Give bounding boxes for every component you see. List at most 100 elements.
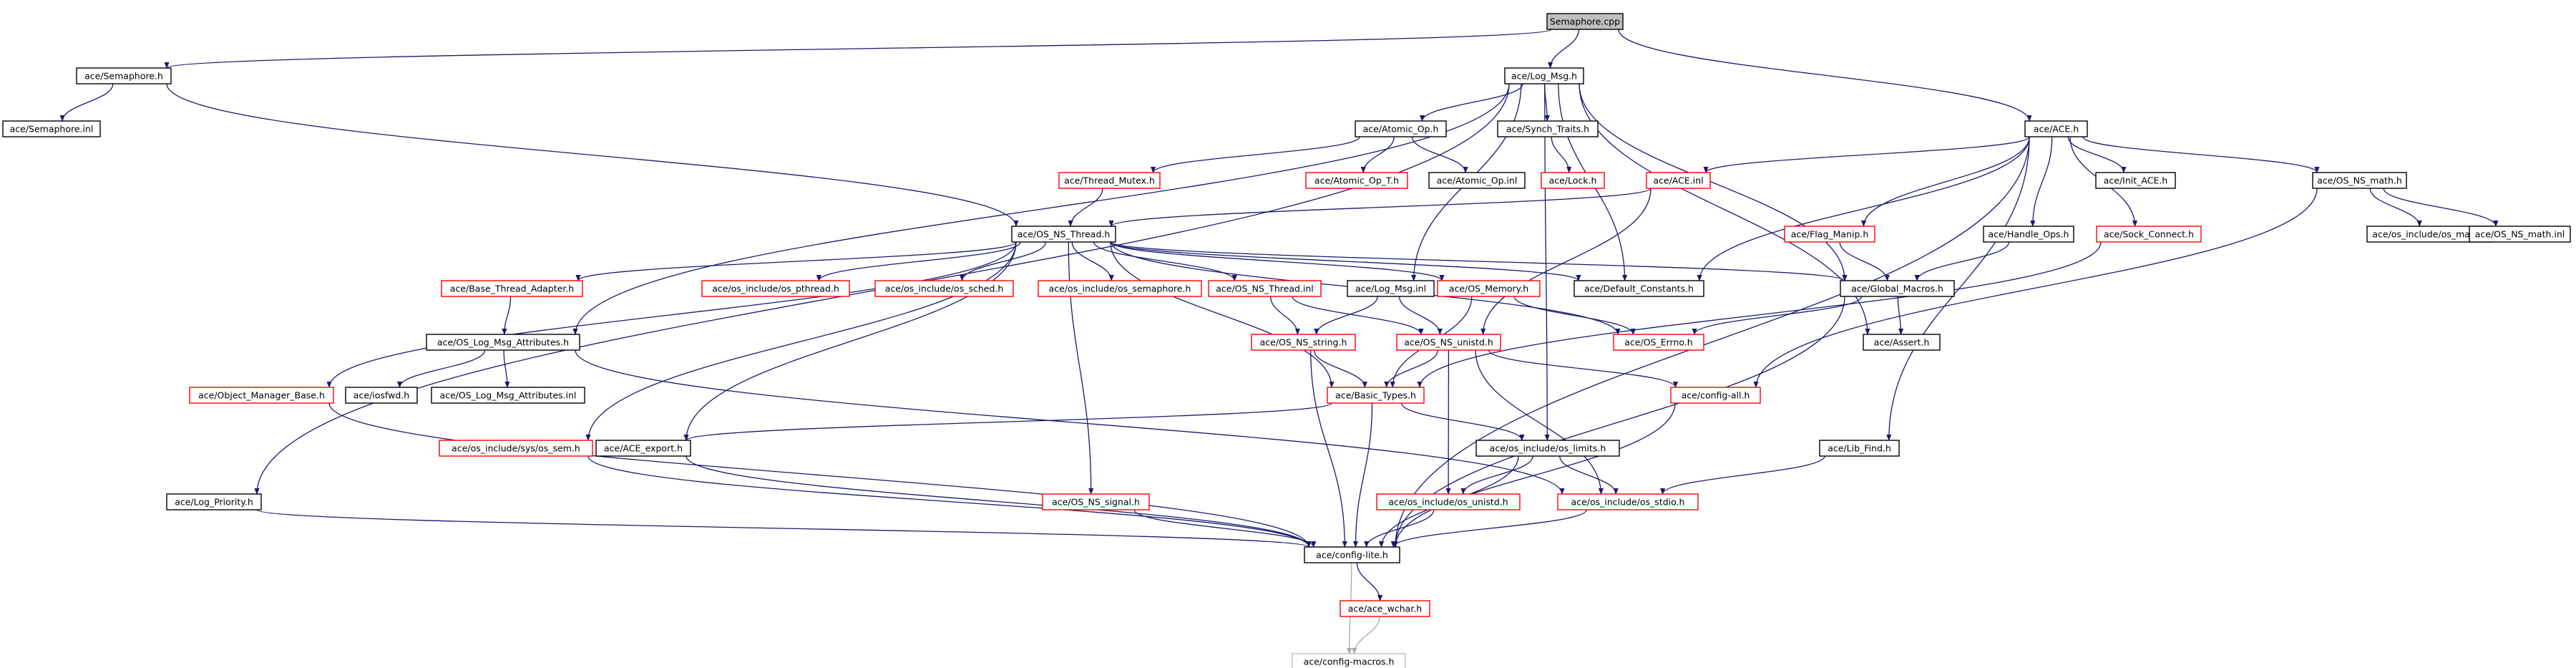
node-ace-h[interactable]: ace/ACE.h xyxy=(2024,120,2088,137)
node-log-msg-inl[interactable]: ace/Log_Msg.inl xyxy=(1347,280,1435,297)
node-log-priority-h[interactable]: ace/Log_Priority.h xyxy=(166,493,262,510)
node-box xyxy=(1011,226,1116,243)
node-ace-wchar-h[interactable]: ace/ace_wchar.h xyxy=(1340,600,1430,617)
node-os-ns-math-inl[interactable]: ace/OS_NS_math.inl xyxy=(2469,226,2571,243)
node-config-all-h[interactable]: ace/config-all.h xyxy=(1670,387,1761,404)
edge-ace_h-to-config_lite_h xyxy=(1392,136,2030,548)
node-label: ace/Log_Msg.inl xyxy=(1355,284,1426,294)
node-lock-h[interactable]: ace/Lock.h xyxy=(1541,172,1605,189)
node-box xyxy=(1058,172,1161,189)
node-label: ace/Init_ACE.h xyxy=(2104,175,2168,186)
node-label: ace/OS_Log_Msg_Attributes.h xyxy=(437,337,569,348)
node-ace-inl[interactable]: ace/ACE.inl xyxy=(1646,172,1711,189)
node-basic-types-h[interactable]: ace/Basic_Types.h xyxy=(1327,387,1425,404)
node-label: ace/os_include/os_semaphore.h xyxy=(1049,284,1191,294)
node-os-include-os-math-h[interactable]: ace/os_include/os_math.h xyxy=(2366,226,2494,243)
edge-atomic_op_h-to-atomic_op_inl xyxy=(1411,136,1468,173)
node-label: ace/Sock_Connect.h xyxy=(2104,229,2194,240)
node-label: ace/OS_NS_math.h xyxy=(2317,175,2402,186)
node-synch-traits-h[interactable]: ace/Synch_Traits.h xyxy=(1497,120,1599,137)
node-handle-ops-h[interactable]: ace/Handle_Ops.h xyxy=(1983,226,2074,243)
node-label: ace/OS_NS_Thread.h xyxy=(1018,229,1111,240)
edge-ace_inl-to-os_ns_thread_h xyxy=(1108,188,1652,227)
node-box xyxy=(2469,226,2571,243)
node-flag-manip-h[interactable]: ace/Flag_Manip.h xyxy=(1784,226,1875,243)
edge-os_ns_thread_h-to-global_macros_h xyxy=(1111,241,1848,281)
node-box xyxy=(431,387,585,404)
node-global-macros-h[interactable]: ace/Global_Macros.h xyxy=(1840,280,1955,297)
node-box xyxy=(1646,172,1711,189)
node-box xyxy=(76,67,172,84)
node-os-include-os-semaphore-h[interactable]: ace/os_include/os_semaphore.h xyxy=(1038,280,1202,297)
node-base-thread-adapter-h[interactable]: ace/Base_Thread_Adapter.h xyxy=(441,280,583,297)
node-object-manager-base-h[interactable]: ace/Object_Manager_Base.h xyxy=(189,387,334,404)
node-default-constants-h[interactable]: ace/Default_Constants.h xyxy=(1574,280,1704,297)
node-ace-export-h[interactable]: ace/ACE_export.h xyxy=(595,440,691,457)
edge-ace_h-to-os_ns_math_h xyxy=(2082,136,2320,173)
node-os-errno-h[interactable]: ace/OS_Errno.h xyxy=(1613,334,1704,351)
node-log-msg-h[interactable]: ace/Log_Msg.h xyxy=(1504,67,1584,84)
node-label: ace/Semaphore.inl xyxy=(10,124,94,135)
edge-os_ns_string_h-to-basic_types_h xyxy=(1314,349,1367,388)
node-lib-find-h[interactable]: ace/Lib_Find.h xyxy=(1819,440,1900,457)
edge-os_log_msg_attributes_h-to-os_log_msg_attributes_inl xyxy=(503,349,510,388)
node-box xyxy=(1784,226,1875,243)
node-os-log-msg-attributes-h[interactable]: ace/OS_Log_Msg_Attributes.h xyxy=(426,334,580,351)
node-os-include-os-unistd-h[interactable]: ace/os_include/os_unistd.h xyxy=(1376,493,1521,510)
node-os-log-msg-attributes-inl[interactable]: ace/OS_Log_Msg_Attributes.inl xyxy=(431,387,585,404)
node-label: ace/Basic_Types.h xyxy=(1335,390,1416,401)
node-label: ace/OS_NS_math.inl xyxy=(2475,229,2565,240)
node-atomic-op-inl[interactable]: ace/Atomic_Op.inl xyxy=(1428,172,1526,189)
node-box xyxy=(1557,493,1699,510)
node-label: ace/Atomic_Op_T.h xyxy=(1314,175,1399,186)
edge-os_ns_thread_h-to-os_include_os_semaphore_h xyxy=(1071,241,1114,281)
node-box xyxy=(345,387,418,404)
node-os-ns-string-h[interactable]: ace/OS_NS_string.h xyxy=(1251,334,1356,351)
node-atomic-op-t-h[interactable]: ace/Atomic_Op_T.h xyxy=(1305,172,1408,189)
node-label: ace/os_include/os_unistd.h xyxy=(1388,497,1508,508)
node-sock-connect-h[interactable]: ace/Sock_Connect.h xyxy=(2096,226,2202,243)
node-label: ace/ACE.h xyxy=(2034,124,2079,135)
node-box xyxy=(1376,493,1521,510)
edge-ace_inl-to-os_ns_unistd_h xyxy=(1480,188,1652,335)
node-os-memory-h[interactable]: ace/OS_Memory.h xyxy=(1437,280,1541,297)
edge-lib_find_h-to-os_include_os_stdio_h xyxy=(1659,455,1825,495)
node-assert-h[interactable]: ace/Assert.h xyxy=(1863,334,1941,351)
edge-object_manager_base_h-to-config_lite_h xyxy=(328,402,1312,548)
node-thread-mutex-h[interactable]: ace/Thread_Mutex.h xyxy=(1058,172,1161,189)
node-label: ace/Thread_Mutex.h xyxy=(1064,175,1155,186)
edge-base_thread_adapter_h-to-os_log_msg_attributes_h xyxy=(502,296,512,335)
edge-os_memory_h-to-os_errno_h xyxy=(1513,296,1636,335)
edge-os_ns_thread_h-to-os_include_os_sched_h xyxy=(959,241,1047,281)
edge-flag_manip_h-to-global_macros_h xyxy=(1839,241,1890,281)
node-config-lite-h[interactable]: ace/config-lite.h xyxy=(1304,546,1400,563)
edge-ace_export_h-to-config_lite_h xyxy=(686,455,1312,548)
node-os-ns-thread-h[interactable]: ace/OS_NS_Thread.h xyxy=(1011,226,1116,243)
node-os-ns-unistd-h[interactable]: ace/OS_NS_unistd.h xyxy=(1396,334,1501,351)
node-init-ace-h[interactable]: ace/Init_ACE.h xyxy=(2095,172,2176,189)
edge-os_ns_signal_h-to-config_lite_h xyxy=(1133,509,1317,548)
node-os-include-sys-os-sem-h[interactable]: ace/os_include/sys/os_sem.h xyxy=(439,440,593,457)
edge-os_ns_thread_h-to-default_constants_h xyxy=(1111,241,1581,281)
node-config-macros-h[interactable]: ace/config-macros.h xyxy=(1292,653,1406,668)
node-label: ace/Flag_Manip.h xyxy=(1791,229,1869,240)
node-atomic-op-h[interactable]: ace/Atomic_Op.h xyxy=(1355,120,1447,137)
node-os-include-os-stdio-h[interactable]: ace/os_include/os_stdio.h xyxy=(1557,493,1699,510)
node-semaphore-inl[interactable]: ace/Semaphore.inl xyxy=(2,120,101,137)
edge-os_ns_thread_h-to-os_include_sys_os_sem_h xyxy=(585,241,1017,441)
node-os-ns-signal-h[interactable]: ace/OS_NS_signal.h xyxy=(1042,493,1150,510)
node-label: ace/ACE_export.h xyxy=(604,443,683,454)
node-os-ns-thread-inl[interactable]: ace/OS_NS_Thread.inl xyxy=(1208,280,1322,297)
node-label: ace/Atomic_Op.h xyxy=(1363,124,1439,135)
node-os-include-os-sched-h[interactable]: ace/os_include/os_sched.h xyxy=(874,280,1014,297)
node-label: ace/OS_Memory.h xyxy=(1449,284,1528,294)
node-os-include-os-pthread-h[interactable]: ace/os_include/os_pthread.h xyxy=(701,280,850,297)
node-os-ns-math-h[interactable]: ace/OS_NS_math.h xyxy=(2312,172,2407,189)
node-semaphore-h[interactable]: ace/Semaphore.h xyxy=(76,67,172,84)
node-iosfwd-h[interactable]: ace/iosfwd.h xyxy=(345,387,418,404)
node-os-include-os-limits-h[interactable]: ace/os_include/os_limits.h xyxy=(1475,440,1620,457)
edge-handle_ops_h-to-global_macros_h xyxy=(1914,241,2010,281)
node-box xyxy=(2312,172,2407,189)
node-box xyxy=(189,387,334,404)
edge-os_include_os_limits_h-to-os_include_os_unistd_h xyxy=(1460,455,1533,495)
